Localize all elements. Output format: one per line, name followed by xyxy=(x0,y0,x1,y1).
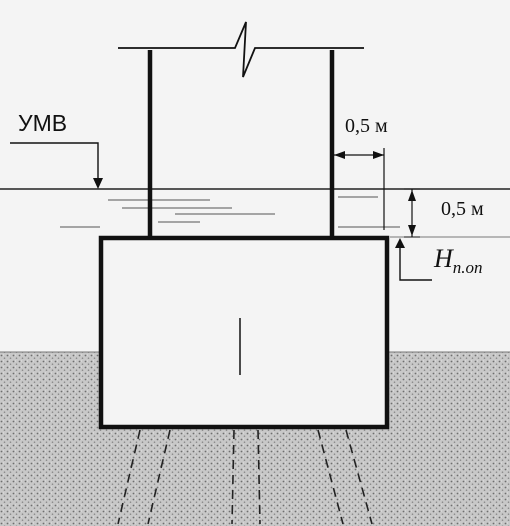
water-level-label: УМВ xyxy=(18,110,68,136)
water-ripples xyxy=(60,196,400,228)
dim-v-arrow-bottom xyxy=(408,225,416,236)
foundation-block xyxy=(98,235,390,430)
height-arrow xyxy=(395,238,405,248)
height-symbol: H xyxy=(434,244,453,273)
foundation-height-label: Hп.оп xyxy=(434,244,483,278)
dim-h-arrow-right xyxy=(373,151,384,159)
dim-h-arrow-left xyxy=(334,151,345,159)
height-subscript: п.оп xyxy=(452,258,483,277)
water-level-leader xyxy=(10,142,99,180)
vertical-gap-label: 0,5 м xyxy=(441,198,484,220)
water-level-arrow xyxy=(93,178,103,189)
horizontal-gap-label: 0,5 м xyxy=(345,115,388,137)
dim-v-arrow-top xyxy=(408,190,416,201)
height-leader xyxy=(399,246,432,281)
top-beam-with-break xyxy=(118,21,364,78)
stress-lines xyxy=(117,429,373,525)
